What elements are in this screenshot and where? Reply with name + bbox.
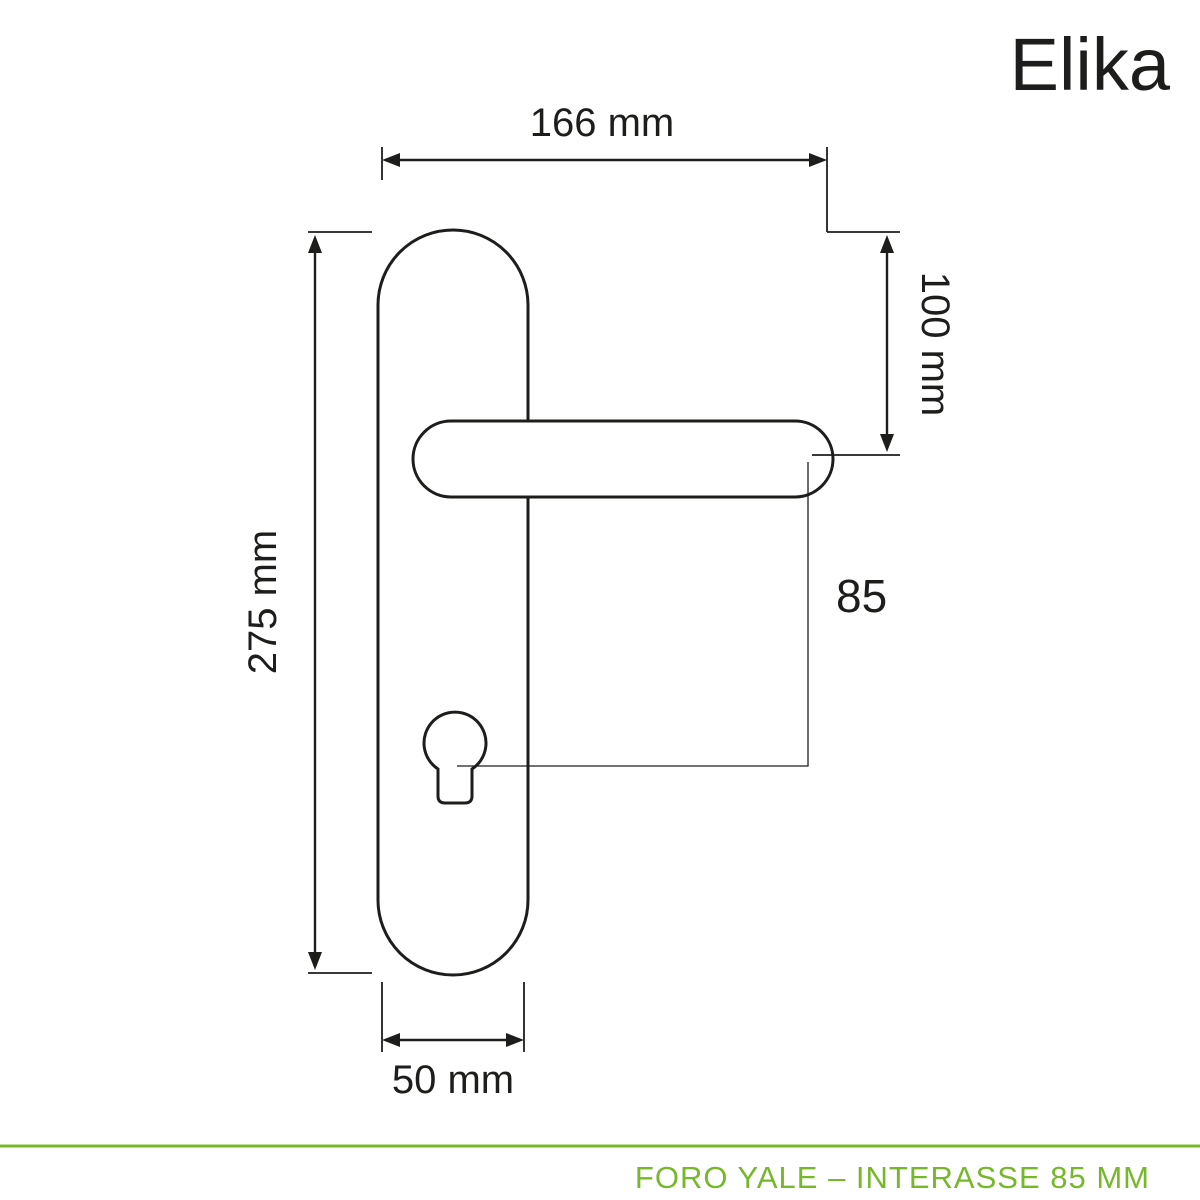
page-title: Elika (1010, 23, 1171, 106)
plate-width-arrow-left (382, 1033, 400, 1047)
handle-arrow-top (880, 235, 894, 253)
interaxis-label: 85 (836, 570, 887, 622)
keyhole-outline (422, 710, 488, 805)
height-arrow-bottom (308, 952, 322, 970)
handle-arrow-bottom (880, 434, 894, 452)
footer-text: FORO YALE – INTERASSE 85 MM (635, 1160, 1150, 1195)
height-label: 275 mm (241, 530, 285, 675)
plate-width-arrow-right (506, 1033, 524, 1047)
width-arrow-right (809, 153, 827, 167)
height-arrow-top (308, 235, 322, 253)
plate-width-label: 50 mm (392, 1058, 514, 1102)
width-arrow-left (382, 153, 400, 167)
interaxis-reference-line (457, 462, 809, 767)
width-label: 166 mm (530, 101, 675, 145)
handle-lever-outline (411, 419, 835, 499)
handle-top-label: 100 mm (913, 272, 957, 417)
backplate-outline (376, 228, 530, 977)
